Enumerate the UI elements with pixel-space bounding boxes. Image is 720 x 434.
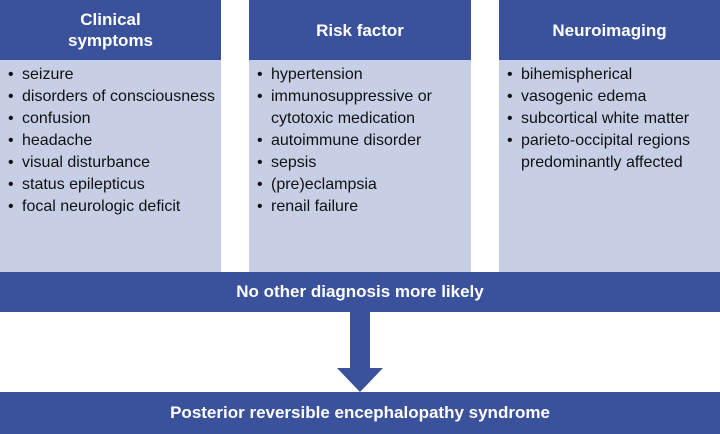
list-item: • status epilepticus: [6, 174, 215, 196]
list-item-text: visual disturbance: [22, 154, 151, 171]
diagnosis-result-band: Posterior reversible encephalopathy synd…: [0, 392, 720, 434]
list-item-text: autoimmune disorder: [271, 132, 422, 149]
list-item: • seizure: [6, 64, 215, 86]
list-item: • subcortical white matter: [505, 108, 714, 130]
column-clinical-symptoms: Clinical symptoms • seizure • disorders of…: [0, 0, 221, 272]
list-item: • immunosuppressive or cytotoxic medicati…: [255, 86, 465, 130]
bullet-icon: •: [507, 66, 513, 83]
list-item-text: sepsis: [271, 154, 317, 171]
column-header: Clinical symptoms: [0, 0, 221, 60]
bullet-icon: •: [257, 154, 263, 171]
bullet-icon: •: [257, 198, 263, 215]
list-item-text: parieto-occipital regions predominantly …: [521, 132, 690, 171]
list-item-text: headache: [22, 132, 93, 149]
bullet-icon: •: [257, 132, 263, 149]
list-item: • focal neurologic deficit: [6, 196, 215, 218]
list-item-text: (pre)eclampsia: [271, 176, 377, 193]
exclusion-band: No other diagnosis more likely: [0, 272, 720, 312]
criteria-list: • seizure • disorders of consciousness • co…: [6, 64, 215, 218]
list-item: • headache: [6, 130, 215, 152]
bullet-icon: •: [8, 110, 14, 127]
bullet-icon: •: [8, 154, 14, 171]
criteria-list: • bihemispherical • vasogenic edema • subco…: [505, 64, 714, 174]
arrow-shape: [337, 312, 383, 392]
bullet-icon: •: [507, 132, 513, 149]
list-item-text: subcortical white matter: [521, 110, 690, 127]
list-item-text: status epilepticus: [22, 176, 145, 193]
bullet-icon: •: [507, 88, 513, 105]
list-item-text: disorders of consciousness: [22, 88, 215, 105]
down-arrow-icon: [337, 312, 383, 392]
bullet-icon: •: [8, 176, 14, 193]
bullet-icon: •: [257, 176, 263, 193]
column-body: • hypertension • immunosuppressive or cyto…: [249, 60, 471, 272]
list-item: • disorders of consciousness: [6, 86, 215, 108]
bullet-icon: •: [8, 66, 14, 83]
criteria-list: • hypertension • immunosuppressive or cyto…: [255, 64, 465, 218]
list-item-text: renail failure: [271, 198, 359, 215]
list-item-text: hypertension: [271, 66, 363, 83]
list-item-text: immunosuppressive or cytotoxic medicatio…: [271, 88, 432, 127]
column-header: Risk factor: [249, 0, 471, 60]
list-item-text: vasogenic edema: [521, 88, 647, 105]
list-item: • vasogenic edema: [505, 86, 714, 108]
column-neuroimaging: Neuroimaging • bihemispherical • vasogenic…: [499, 0, 720, 272]
list-item: • autoimmune disorder: [255, 130, 465, 152]
bullet-icon: •: [8, 198, 14, 215]
bullet-icon: •: [507, 110, 513, 127]
list-item: • hypertension: [255, 64, 465, 86]
list-item: • sepsis: [255, 152, 465, 174]
bullet-icon: •: [8, 132, 14, 149]
column-header: Neuroimaging: [499, 0, 720, 60]
list-item: • confusion: [6, 108, 215, 130]
list-item: • parieto-occipital regions predominantly…: [505, 130, 714, 174]
list-item: • (pre)eclampsia: [255, 174, 465, 196]
list-item-text: focal neurologic deficit: [22, 198, 181, 215]
list-item: • bihemispherical: [505, 64, 714, 86]
list-item-text: confusion: [22, 110, 91, 127]
column-body: • seizure • disorders of consciousness • co…: [0, 60, 221, 272]
bullet-icon: •: [257, 88, 263, 105]
column-body: • bihemispherical • vasogenic edema • subco…: [499, 60, 720, 272]
list-item-text: seizure: [22, 66, 74, 83]
column-risk-factor: Risk factor • hypertension • immunosuppres…: [249, 0, 471, 272]
list-item-text: bihemispherical: [521, 66, 633, 83]
list-item: • visual disturbance: [6, 152, 215, 174]
list-item: • renail failure: [255, 196, 465, 218]
bullet-icon: •: [8, 88, 14, 105]
bullet-icon: •: [257, 66, 263, 83]
